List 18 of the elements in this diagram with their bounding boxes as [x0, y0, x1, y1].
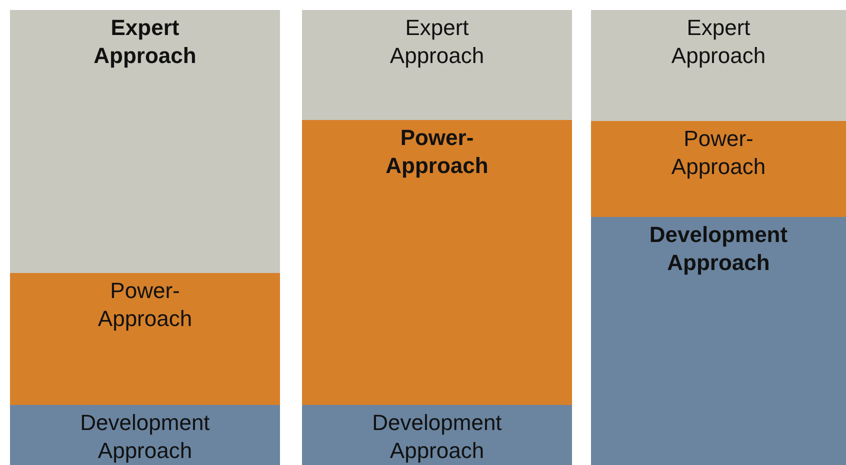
stacked-segment [302, 405, 572, 465]
stacked-segment [302, 10, 572, 120]
segment-label: Power-Approach [96, 277, 194, 332]
segment-label: Expert Approach [670, 14, 767, 69]
segment-label: Development Approach [79, 409, 211, 464]
stacked-segment [302, 120, 572, 405]
stacked-segment [591, 121, 846, 217]
stacked-segment [591, 10, 846, 121]
segment-label: Power-Approach [384, 124, 490, 179]
segment-label: Expert Approach [92, 14, 198, 69]
stacked-segment [10, 10, 280, 273]
segment-label: Expert Approach [388, 14, 486, 69]
stacked-segment [10, 405, 280, 465]
segment-label: Development Approach [648, 221, 789, 276]
stacked-segment [591, 217, 846, 465]
segment-label: Power-Approach [670, 125, 767, 180]
stacked-segment [10, 273, 280, 405]
segment-label: Development Approach [371, 409, 503, 464]
